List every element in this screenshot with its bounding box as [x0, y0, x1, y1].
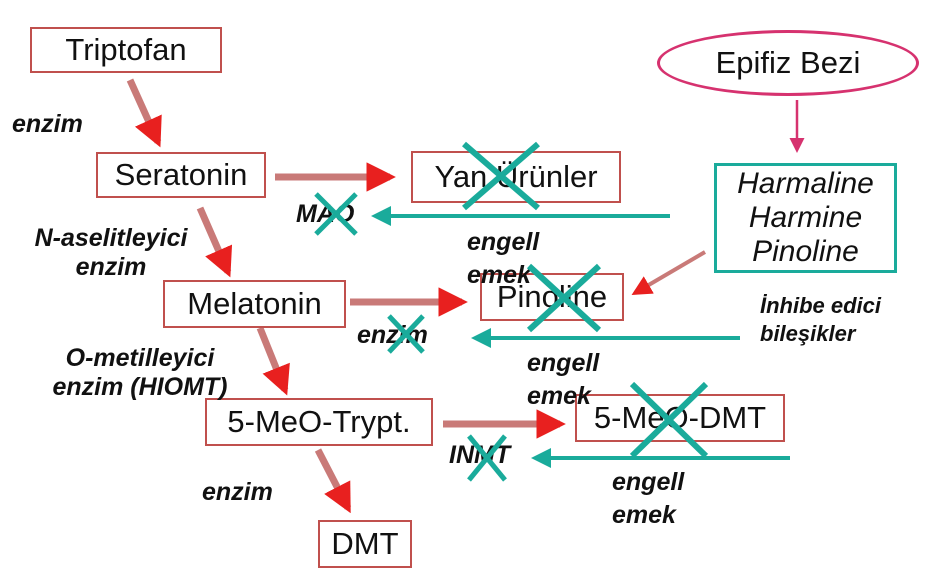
inhibitor-box: Harmaline Harmine Pinoline	[714, 163, 897, 273]
label-engell-2b: emek	[527, 382, 591, 410]
arrow-melatonin-meotrypt	[256, 326, 290, 396]
label-enzim-bottom: enzim	[202, 478, 273, 506]
label-engell-3a: engell	[612, 468, 685, 496]
arrow-inhibitors-pinoline	[631, 250, 707, 296]
inhibitor-harmaline: Harmaline	[737, 167, 874, 200]
inhibitor-harmine: Harmine	[748, 201, 863, 234]
arrow-triptofan-seratonin	[126, 78, 162, 148]
label-engell-1b: emek	[467, 261, 531, 289]
cross-enzim	[387, 314, 425, 354]
node-triptofan-label: Triptofan	[65, 32, 187, 67]
label-inhibe-edici: İnhibe edici bileşikler	[760, 292, 881, 348]
node-epifiz-bezi: Epifiz Bezi	[657, 30, 919, 96]
node-seratonin-label: Seratonin	[114, 157, 248, 192]
inhibitor-pinoline: Pinoline	[752, 235, 859, 268]
label-enzim-1: enzim	[12, 110, 83, 138]
node-triptofan: Triptofan	[30, 27, 222, 73]
label-engell-1: engell emek	[467, 228, 539, 290]
label-engell-3: engell emek	[612, 468, 684, 530]
node-5meo-trypt: 5-MeO-Trypt.	[205, 398, 433, 446]
node-seratonin: Seratonin	[96, 152, 266, 198]
label-n-aselit-line2: enzim	[75, 253, 147, 281]
node-melatonin-label: Melatonin	[187, 286, 322, 321]
cross-yan-urunler	[462, 141, 540, 211]
label-o-metil-line1: O-metilleyici	[65, 344, 215, 372]
node-epifiz-label: Epifiz Bezi	[715, 45, 861, 80]
label-engell-2: engell emek	[527, 349, 599, 411]
label-inhibe-line1: İnhibe edici	[760, 293, 882, 318]
label-engell-1a: engell	[467, 228, 540, 256]
cross-pinoline	[526, 263, 602, 333]
label-engell-3b: emek	[612, 501, 676, 529]
node-dmt: DMT	[318, 520, 412, 568]
arrow-seratonin-melatonin	[196, 206, 233, 278]
cross-inmt	[467, 434, 507, 482]
label-inhibe-line2: bileşikler	[760, 321, 856, 346]
node-5meo-trypt-label: 5-MeO-Trypt.	[227, 404, 411, 439]
label-engell-2a: engell	[527, 349, 600, 377]
label-o-metilleyici: O-metilleyici enzim (HIOMT)	[34, 344, 246, 402]
label-n-aselit-line1: N-aselitleyici	[34, 224, 188, 252]
cross-mao	[314, 192, 358, 236]
label-o-metil-line2: enzim (HIOMT)	[52, 373, 228, 401]
node-melatonin: Melatonin	[163, 280, 346, 328]
cross-5meo-dmt	[629, 381, 709, 459]
label-n-aselitleyici: N-aselitleyici enzim	[14, 224, 208, 282]
arrow-meotrypt-dmt	[314, 448, 352, 514]
node-dmt-label: DMT	[331, 526, 399, 561]
